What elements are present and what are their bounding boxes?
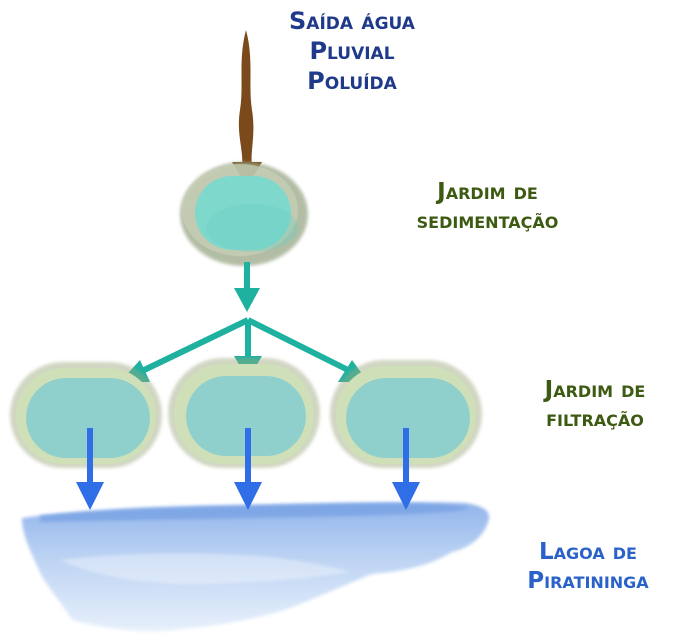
filtration-garden-2: [168, 358, 320, 468]
label-source: Saída água Pluvial Poluída: [262, 6, 442, 96]
label-filtration-line: filtração: [546, 405, 644, 432]
label-filtration: Jardim de filtração: [500, 376, 679, 434]
label-sedimentation: Jardim de sedimentação: [375, 178, 600, 236]
sedimentation-garden: [180, 162, 308, 266]
label-lagoon-line: Lagoa de: [539, 539, 637, 565]
blue-arrow-3: [392, 428, 420, 510]
teal-arrow-sedimentation-out: [234, 262, 260, 312]
label-filtration-line: Jardim de: [544, 377, 646, 403]
label-source-line: Poluída: [307, 67, 397, 95]
label-lagoon: Lagoa de Piratininga: [498, 538, 678, 596]
label-lagoon-line: Piratininga: [527, 567, 649, 594]
filtration-garden-1: [10, 362, 162, 468]
filtration-garden-3: [330, 360, 482, 468]
label-source-line: Pluvial: [309, 37, 395, 65]
label-sedimentation-line: sedimentação: [416, 207, 559, 234]
blue-arrow-2: [234, 428, 262, 510]
lagoon-water: [22, 502, 490, 632]
label-sedimentation-line: Jardim de: [437, 179, 538, 205]
blue-arrow-1: [76, 428, 104, 510]
label-source-line: Saída água: [289, 7, 415, 35]
